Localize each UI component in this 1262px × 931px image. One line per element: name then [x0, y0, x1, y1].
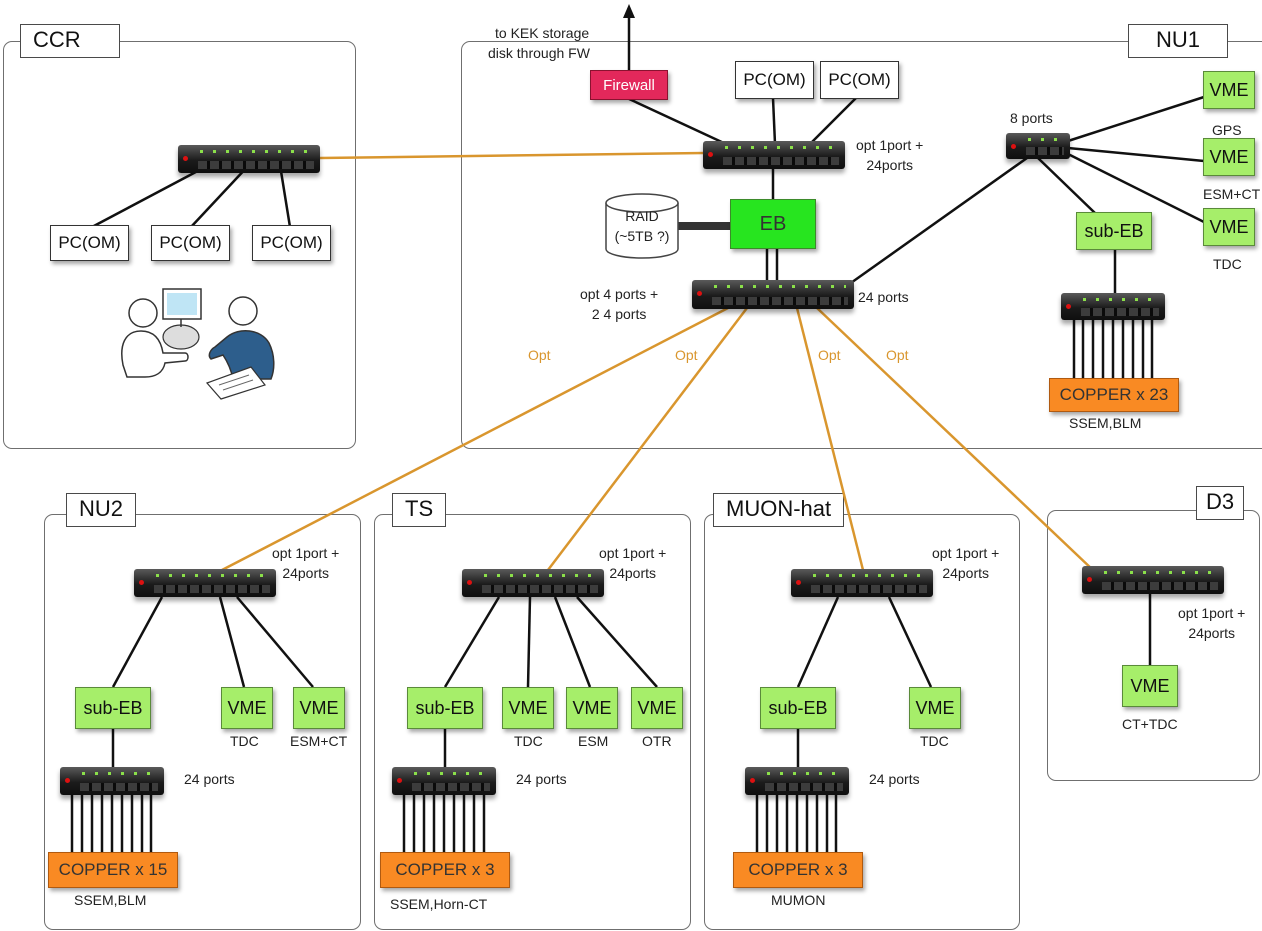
ccr-switch[interactable]	[178, 145, 320, 173]
nu2-vme-tdc-label: TDC	[230, 733, 259, 749]
ts-vme-otr-label: OTR	[642, 733, 672, 749]
d3-switch[interactable]	[1082, 566, 1224, 594]
d3-switch-ports: opt 1port + 24ports	[1178, 603, 1245, 643]
nu1-vme-tdc-label: TDC	[1213, 256, 1242, 272]
nu1-main-switch[interactable]	[692, 280, 854, 309]
d3-switch-ports-line2: 24ports	[1188, 625, 1236, 641]
nu2-sub-switch[interactable]	[60, 767, 164, 795]
ccr-label: CCR	[20, 24, 120, 58]
opt-label-muon: Opt	[818, 347, 841, 363]
ts-switch-ports-line1: opt 1port +	[599, 545, 667, 561]
nu2-sub-eb[interactable]: sub-EB	[75, 687, 151, 729]
nu1-main-switch-opt-line2: 2 4 ports	[591, 306, 647, 322]
nu2-copper-label: SSEM,BLM	[74, 892, 147, 908]
nu1-top-switch-ports-line2: 24ports	[866, 157, 914, 173]
operators-illustration	[121, 288, 275, 400]
ts-vme-otr[interactable]: VME	[631, 687, 683, 729]
eb-box[interactable]: EB	[730, 199, 816, 249]
raid-label-line2: (~5TB ?)	[614, 228, 670, 244]
nu2-copper[interactable]: COPPER x 15	[48, 852, 178, 888]
nu2-vme-esmct[interactable]: VME	[293, 687, 345, 729]
nu1-main-switch-opt-ports: opt 4 ports + 2 4 ports	[580, 284, 658, 324]
nu1-sub-eb[interactable]: sub-EB	[1076, 212, 1152, 250]
d3-switch-ports-line1: opt 1port +	[1178, 605, 1246, 621]
nu1-pc-1[interactable]: PC(OM)	[735, 61, 814, 99]
ts-switch[interactable]	[462, 569, 604, 597]
ts-switch-ports-line2: 24ports	[609, 565, 657, 581]
nu1-vme-esmct[interactable]: VME	[1203, 138, 1255, 176]
d3-label: D3	[1196, 486, 1244, 520]
ccr-pc-1[interactable]: PC(OM)	[50, 225, 129, 261]
nu2-switch-ports-line2: 24ports	[282, 565, 330, 581]
ts-sub-switch[interactable]	[392, 767, 496, 795]
nu1-vme-gps-label: GPS	[1212, 122, 1242, 138]
muon-vme-tdc[interactable]: VME	[909, 687, 961, 729]
muon-switch-ports-line1: opt 1port +	[932, 545, 1000, 561]
ts-vme-tdc[interactable]: VME	[502, 687, 554, 729]
muon-sub-eb[interactable]: sub-EB	[760, 687, 836, 729]
ts-vme-tdc-label: TDC	[514, 733, 543, 749]
muon-vme-tdc-label: TDC	[920, 733, 949, 749]
ts-copper[interactable]: COPPER x 3	[380, 852, 510, 888]
raid-label-line1: RAID	[625, 208, 659, 224]
nu2-switch[interactable]	[134, 569, 276, 597]
nu1-sub-switch[interactable]	[1061, 293, 1165, 320]
muon-label: MUON-hat	[713, 493, 845, 527]
nu2-sub-switch-ports: 24 ports	[184, 771, 235, 787]
nu1-vme-esmct-label: ESM+CT	[1203, 186, 1261, 202]
nu1-main-switch-ports: 24 ports	[858, 289, 909, 305]
storage-note-line1: to KEK storage	[495, 25, 590, 41]
ts-sub-eb[interactable]: sub-EB	[407, 687, 483, 729]
nu1-label: NU1	[1128, 24, 1228, 58]
ccr-pc-3[interactable]: PC(OM)	[252, 225, 331, 261]
nu2-switch-ports: opt 1port + 24ports	[272, 543, 339, 583]
nu2-switch-ports-line1: opt 1port +	[272, 545, 340, 561]
nu1-main-switch-opt-line1: opt 4 ports +	[580, 286, 659, 302]
nu1-copper-label: SSEM,BLM	[1069, 415, 1142, 431]
nu2-label: NU2	[66, 493, 137, 527]
ts-vme-esm[interactable]: VME	[566, 687, 618, 729]
ts-label: TS	[392, 493, 447, 527]
nu2-vme-tdc[interactable]: VME	[221, 687, 273, 729]
muon-copper[interactable]: COPPER x 3	[733, 852, 863, 888]
nu1-small-switch-label: 8 ports	[1010, 110, 1053, 126]
muon-sub-switch[interactable]	[745, 767, 849, 795]
ts-vme-esm-label: ESM	[578, 733, 609, 749]
opt-label-ts: Opt	[675, 347, 698, 363]
muon-switch[interactable]	[791, 569, 933, 597]
storage-note-line2: disk through FW	[488, 45, 590, 61]
nu1-copper[interactable]: COPPER x 23	[1049, 378, 1179, 412]
d3-region	[1047, 510, 1260, 781]
nu2-vme-esmct-label: ESM+CT	[290, 733, 348, 749]
muon-switch-ports-line2: 24ports	[942, 565, 990, 581]
ts-sub-switch-ports: 24 ports	[516, 771, 567, 787]
raid-storage-icon[interactable]	[604, 193, 680, 259]
opt-label-nu2: Opt	[528, 347, 551, 363]
muon-switch-ports: opt 1port + 24ports	[932, 543, 999, 583]
firewall-box[interactable]: Firewall	[590, 70, 668, 100]
muon-copper-label: MUMON	[771, 892, 826, 908]
nu1-pc-2[interactable]: PC(OM)	[820, 61, 899, 99]
nu1-top-switch-ports: opt 1port + 24ports	[856, 135, 923, 175]
ts-switch-ports: opt 1port + 24ports	[599, 543, 666, 583]
muon-sub-switch-ports: 24 ports	[869, 771, 920, 787]
ccr-pc-2[interactable]: PC(OM)	[151, 225, 230, 261]
nu1-top-switch[interactable]	[703, 141, 845, 169]
ts-copper-label: SSEM,Horn-CT	[390, 896, 488, 912]
nu1-vme-tdc[interactable]: VME	[1203, 208, 1255, 246]
nu1-top-switch-ports-line1: opt 1port +	[856, 137, 924, 153]
nu1-small-switch[interactable]	[1006, 133, 1070, 159]
nu1-vme-gps[interactable]: VME	[1203, 71, 1255, 109]
opt-label-d3: Opt	[886, 347, 909, 363]
d3-vme[interactable]: VME	[1122, 665, 1178, 707]
d3-vme-label: CT+TDC	[1122, 716, 1178, 732]
